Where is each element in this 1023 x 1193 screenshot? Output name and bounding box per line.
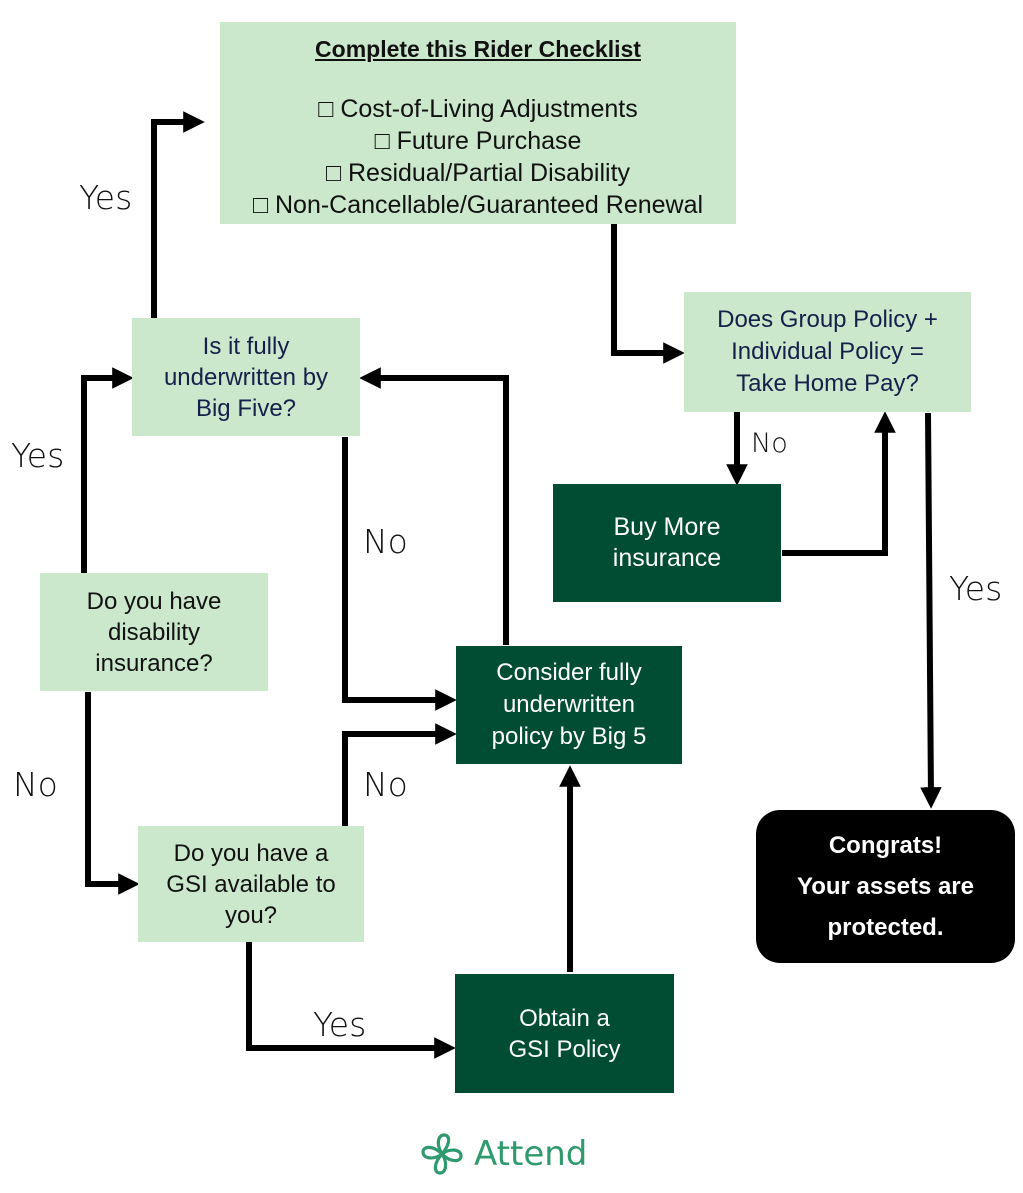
arrow-checklist-to-group [611, 224, 685, 364]
edge-label-yes-obtain-gsi: Yes [313, 1005, 367, 1044]
arrow-big-five-to-checklist [151, 111, 205, 318]
arrow-gsi-to-consider [342, 723, 457, 826]
gsi-question-box: Do you have a GSI available to you? [138, 826, 364, 942]
checklist-item-future-purchase: □ Future Purchase [374, 127, 582, 155]
attend-logo: Attend [418, 1130, 587, 1178]
edge-label-no-big-five: No [363, 522, 408, 561]
edge-label-no-gsi-question: No [13, 765, 58, 804]
arrow-big-five-to-consider [342, 437, 457, 711]
clover-icon [421, 1133, 463, 1175]
checklist-item-residual: □ Residual/Partial Disability [325, 159, 631, 187]
arrow-gsi-to-obtain [246, 940, 456, 1059]
arrow-buy-more-to-group [782, 411, 896, 556]
edge-label-no-buy-more: No [751, 428, 788, 459]
arrow-group-to-congrats [920, 412, 942, 809]
consider-big-five-box: Consider fully underwritten policy by Bi… [456, 646, 682, 764]
arrow-di-to-big-five [81, 367, 134, 573]
checklist-item-noncancellable: □ Non-Cancellable/Guaranteed Renewal [252, 191, 704, 219]
arrow-di-to-gsi-question [85, 692, 140, 895]
rider-checklist-box: Complete this Rider Checklist □ Cost-of-… [220, 22, 736, 224]
edge-label-yes-checklist: Yes [79, 178, 133, 217]
checklist-item-cola: □ Cost-of-Living Adjustments [318, 95, 638, 123]
brand-name: Attend [474, 1134, 588, 1174]
big-five-question-box: Is it fully underwritten by Big Five? [132, 318, 360, 436]
obtain-gsi-box: Obtain a GSI Policy [455, 974, 674, 1093]
edge-label-no-gsi: No [363, 765, 408, 804]
buy-more-insurance-box: Buy More insurance [553, 484, 781, 602]
arrow-consider-to-big-five [359, 367, 509, 645]
congrats-terminal-box: Congrats! Your assets are protected. [756, 810, 1015, 963]
group-policy-question-box: Does Group Policy + Individual Policy = … [684, 292, 971, 412]
checklist-title: Complete this Rider Checklist [315, 36, 641, 62]
edge-label-yes-big-five: Yes [11, 436, 65, 475]
disability-insurance-question-box: Do you have disability insurance? [40, 573, 268, 691]
edge-label-yes-congrats: Yes [949, 569, 1003, 608]
